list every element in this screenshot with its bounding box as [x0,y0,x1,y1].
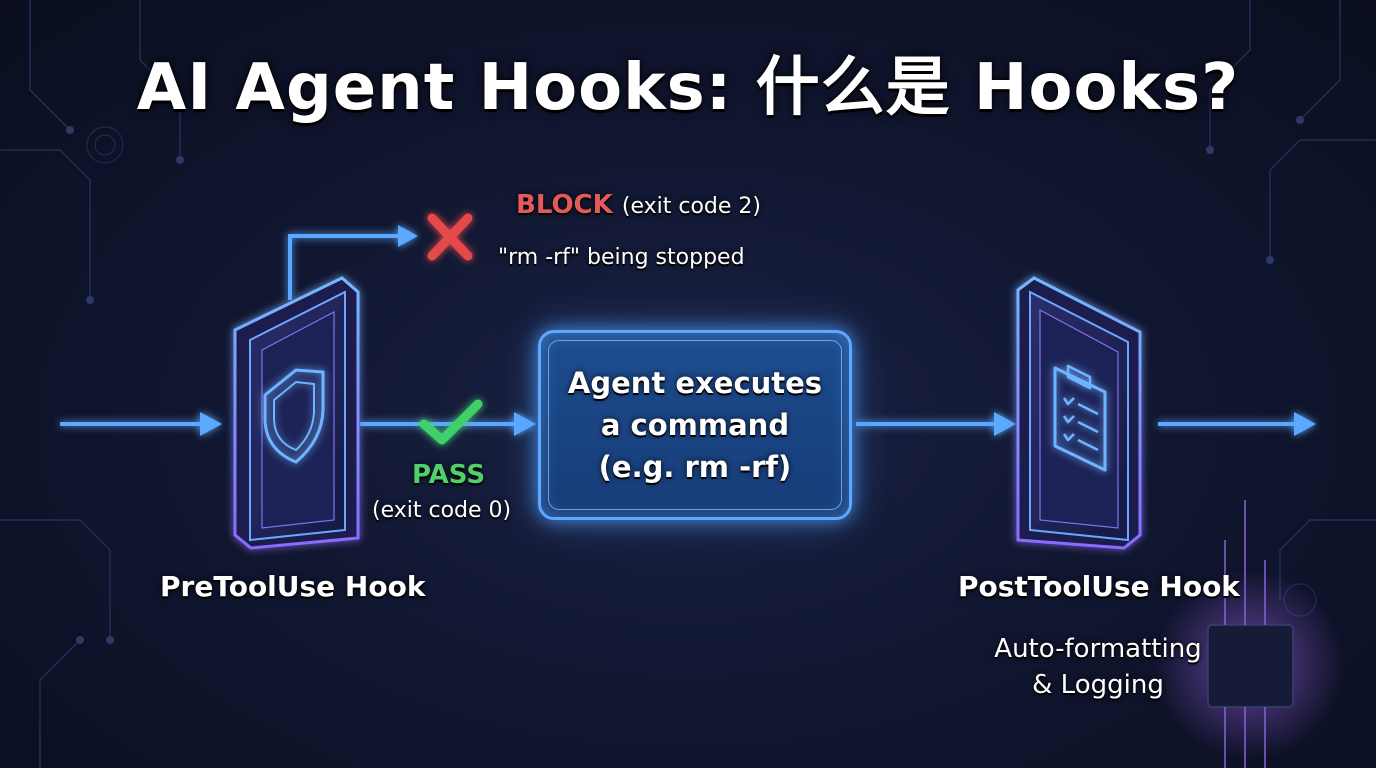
flow-arrows [60,234,1300,426]
block-description: "rm -rf" being stopped [498,245,745,270]
command-line-1: Agent executes [567,366,823,400]
pre-hook-label: PreToolUse Hook [160,570,426,603]
page-title: AI Agent Hooks: 什么是 Hooks? [136,51,1240,125]
pre-hook-panel [233,276,360,550]
block-exit-code: (exit code 2) [621,194,761,219]
command-box-inner-border [548,340,842,510]
block-label-group: BLOCK (exit code 2) [516,190,761,220]
clipboard-checklist-icon [1053,364,1107,472]
post-hook-label: PostToolUse Hook [958,570,1240,603]
pass-exit-code: (exit code 0) [372,498,512,523]
command-line-3: (e.g. rm -rf) [598,450,792,484]
shield-icon [263,368,325,464]
block-label: BLOCK [516,190,613,220]
post-hook-description-1: Auto-formatting [994,634,1202,664]
post-hook-panel [1016,276,1142,550]
post-hook-description-2: & Logging [1032,670,1164,700]
command-line-2: a command [600,408,790,442]
block-x-icon [427,213,473,261]
command-box: Agent executes a command (e.g. rm -rf) [538,330,852,520]
pass-check-icon [419,399,483,445]
pass-label: PASS [412,460,486,490]
command-text: Agent executes a command (e.g. rm -rf) [568,362,822,488]
